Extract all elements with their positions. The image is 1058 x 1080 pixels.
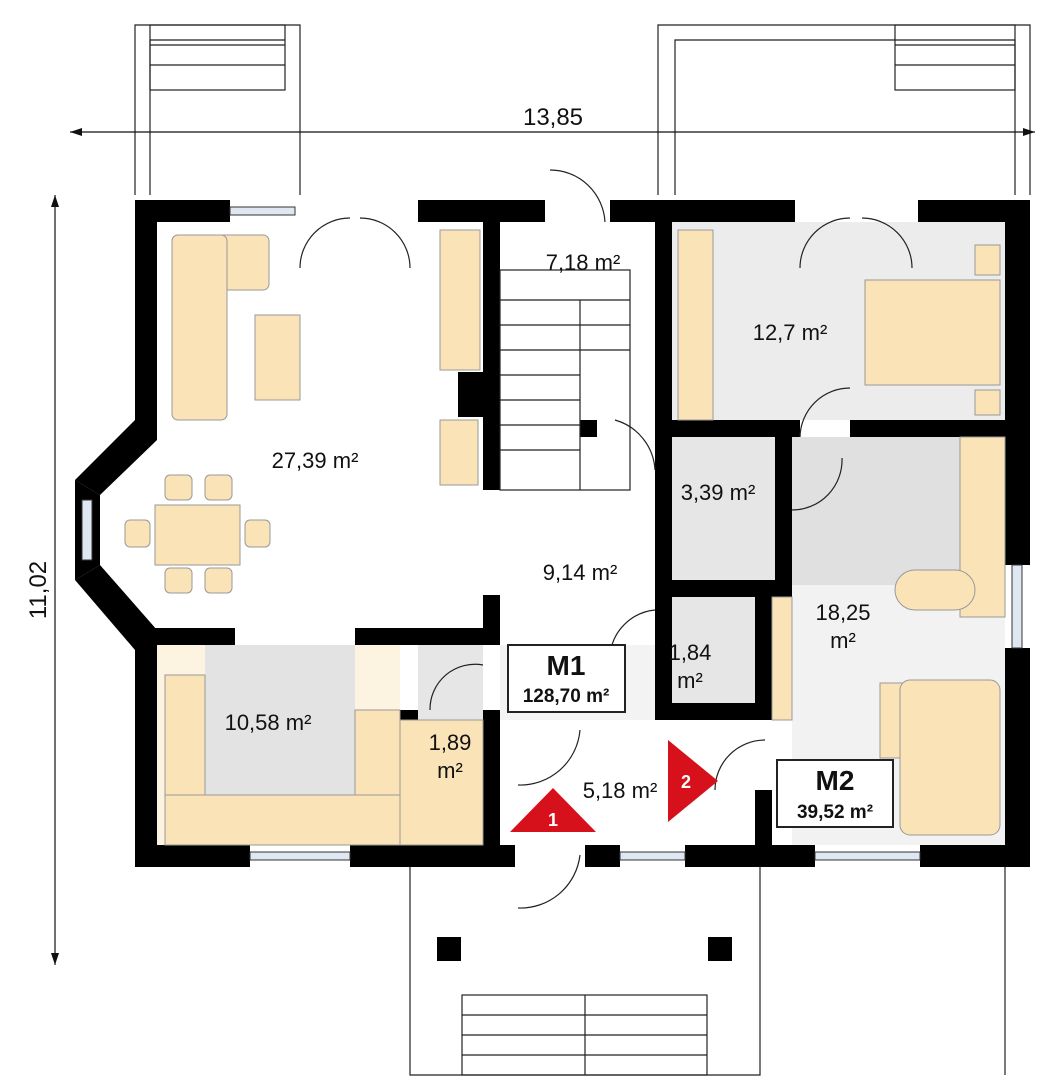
wc-area-unit: m² (677, 668, 703, 693)
entrance-2-marker: 2 (668, 740, 718, 822)
furniture (124, 229, 1006, 846)
unit-m2-area: 39,52 m² (797, 802, 873, 823)
unit-m2-box: M2 39,52 m² (776, 759, 894, 828)
windows (81, 206, 1023, 861)
entrance-2-number: 2 (681, 772, 691, 792)
width-dimension: 13,85 (70, 104, 1035, 136)
studio-area-number: 18,25 (815, 600, 870, 625)
width-label: 13,85 (523, 104, 583, 131)
depth-label: 11,02 (25, 561, 52, 619)
vestibule-area-label: 5,18 m² (583, 778, 658, 803)
top-left-terrace (134, 24, 301, 195)
depth-dimension: 11,02 (25, 195, 59, 965)
unit-m1-box: M1 128,70 m² (507, 644, 626, 713)
front-porch (409, 867, 1006, 1076)
wc-area-number: 1,84 (669, 640, 712, 665)
hall-area-label: 9,14 m² (543, 560, 618, 585)
staircase (499, 269, 631, 491)
unit-m1-area: 128,70 m² (523, 686, 610, 707)
bathroom-area-label: 3,39 m² (681, 480, 756, 505)
bedroom-area-label: 12,7 m² (753, 320, 828, 345)
top-right-terrace (657, 24, 1031, 195)
living-area-label: 27,39 m² (272, 448, 359, 473)
stair-area-label: 7,18 m² (546, 250, 621, 275)
unit-m2-name: M2 (816, 765, 855, 796)
unit-m1-name: M1 (547, 650, 586, 681)
studio-area-unit: m² (830, 628, 856, 653)
kitchen-area-label: 10,58 m² (225, 710, 312, 735)
pantry-area-number: 1,89 (429, 730, 472, 755)
entrance-1-marker: 1 (510, 788, 596, 832)
doors (299, 169, 913, 909)
entrance-1-number: 1 (548, 810, 558, 830)
pantry-area-unit: m² (437, 758, 463, 783)
room-labels: 27,39 m² 7,18 m² 12,7 m² 3,39 m² 9,14 m²… (225, 250, 871, 803)
